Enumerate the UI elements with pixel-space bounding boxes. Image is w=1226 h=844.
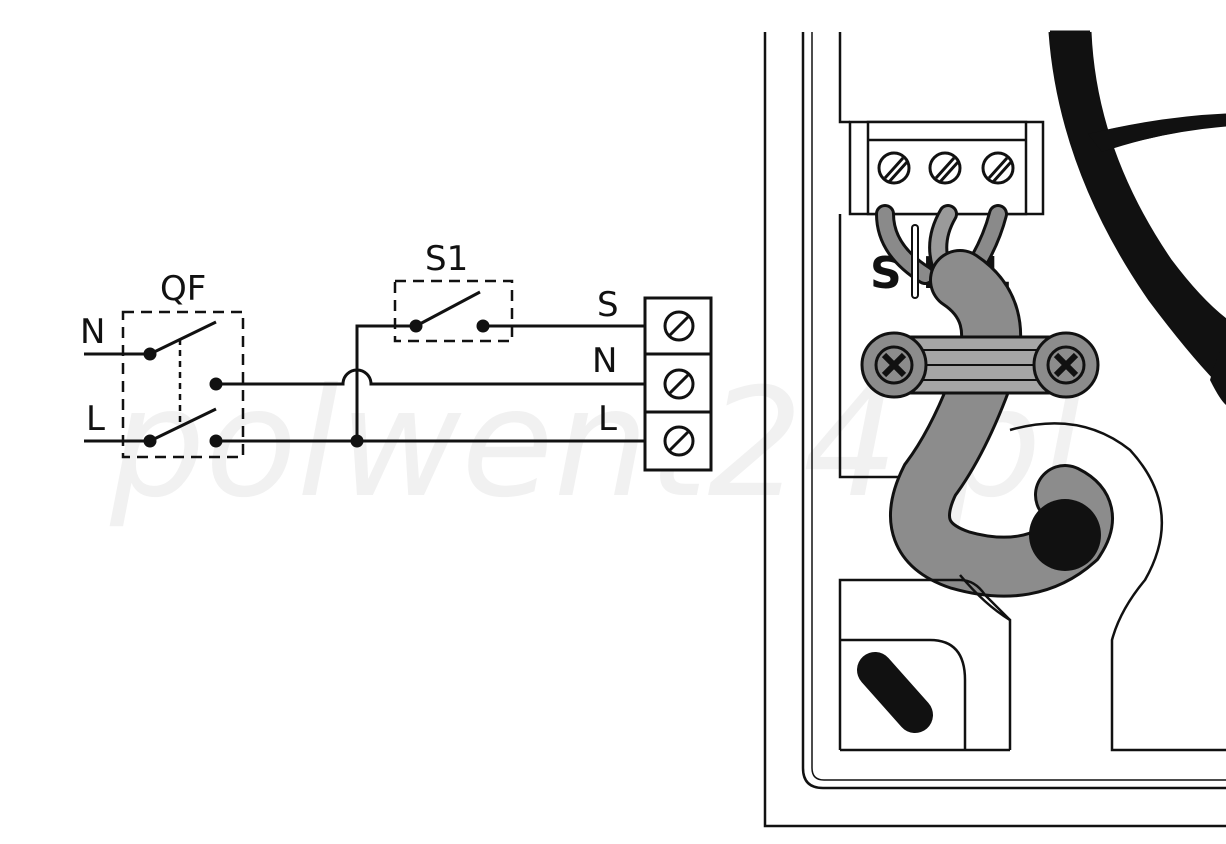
- clamp-screw-icon: [860, 331, 928, 399]
- mounting-slot: [838, 578, 1011, 752]
- terminal-screw-icon: [663, 368, 695, 400]
- terminal-block: [643, 296, 713, 472]
- breaker-label: QF: [160, 269, 206, 309]
- input-live-label: L: [86, 399, 105, 439]
- device-screw-icon: [928, 151, 962, 185]
- device-screw-icon: [877, 151, 911, 185]
- input-neutral-label: N: [80, 312, 105, 352]
- device-screw-icon: [981, 151, 1015, 185]
- fan-blade: [1088, 114, 1226, 152]
- switch-s1: [393, 279, 514, 343]
- switch-feed-wire: [355, 324, 416, 441]
- terminal-label-l: L: [598, 399, 617, 439]
- schematic: [84, 279, 713, 472]
- switch-label: S1: [425, 239, 468, 279]
- cable-clamp: [860, 331, 1100, 399]
- terminal-screw-icon: [663, 310, 695, 342]
- fan-ring: [1050, 32, 1226, 390]
- clamp-screw-icon: [1032, 331, 1100, 399]
- terminal-label-n: N: [592, 341, 617, 381]
- terminal-label-s: S: [597, 285, 619, 325]
- terminal-screw-icon: [663, 425, 695, 457]
